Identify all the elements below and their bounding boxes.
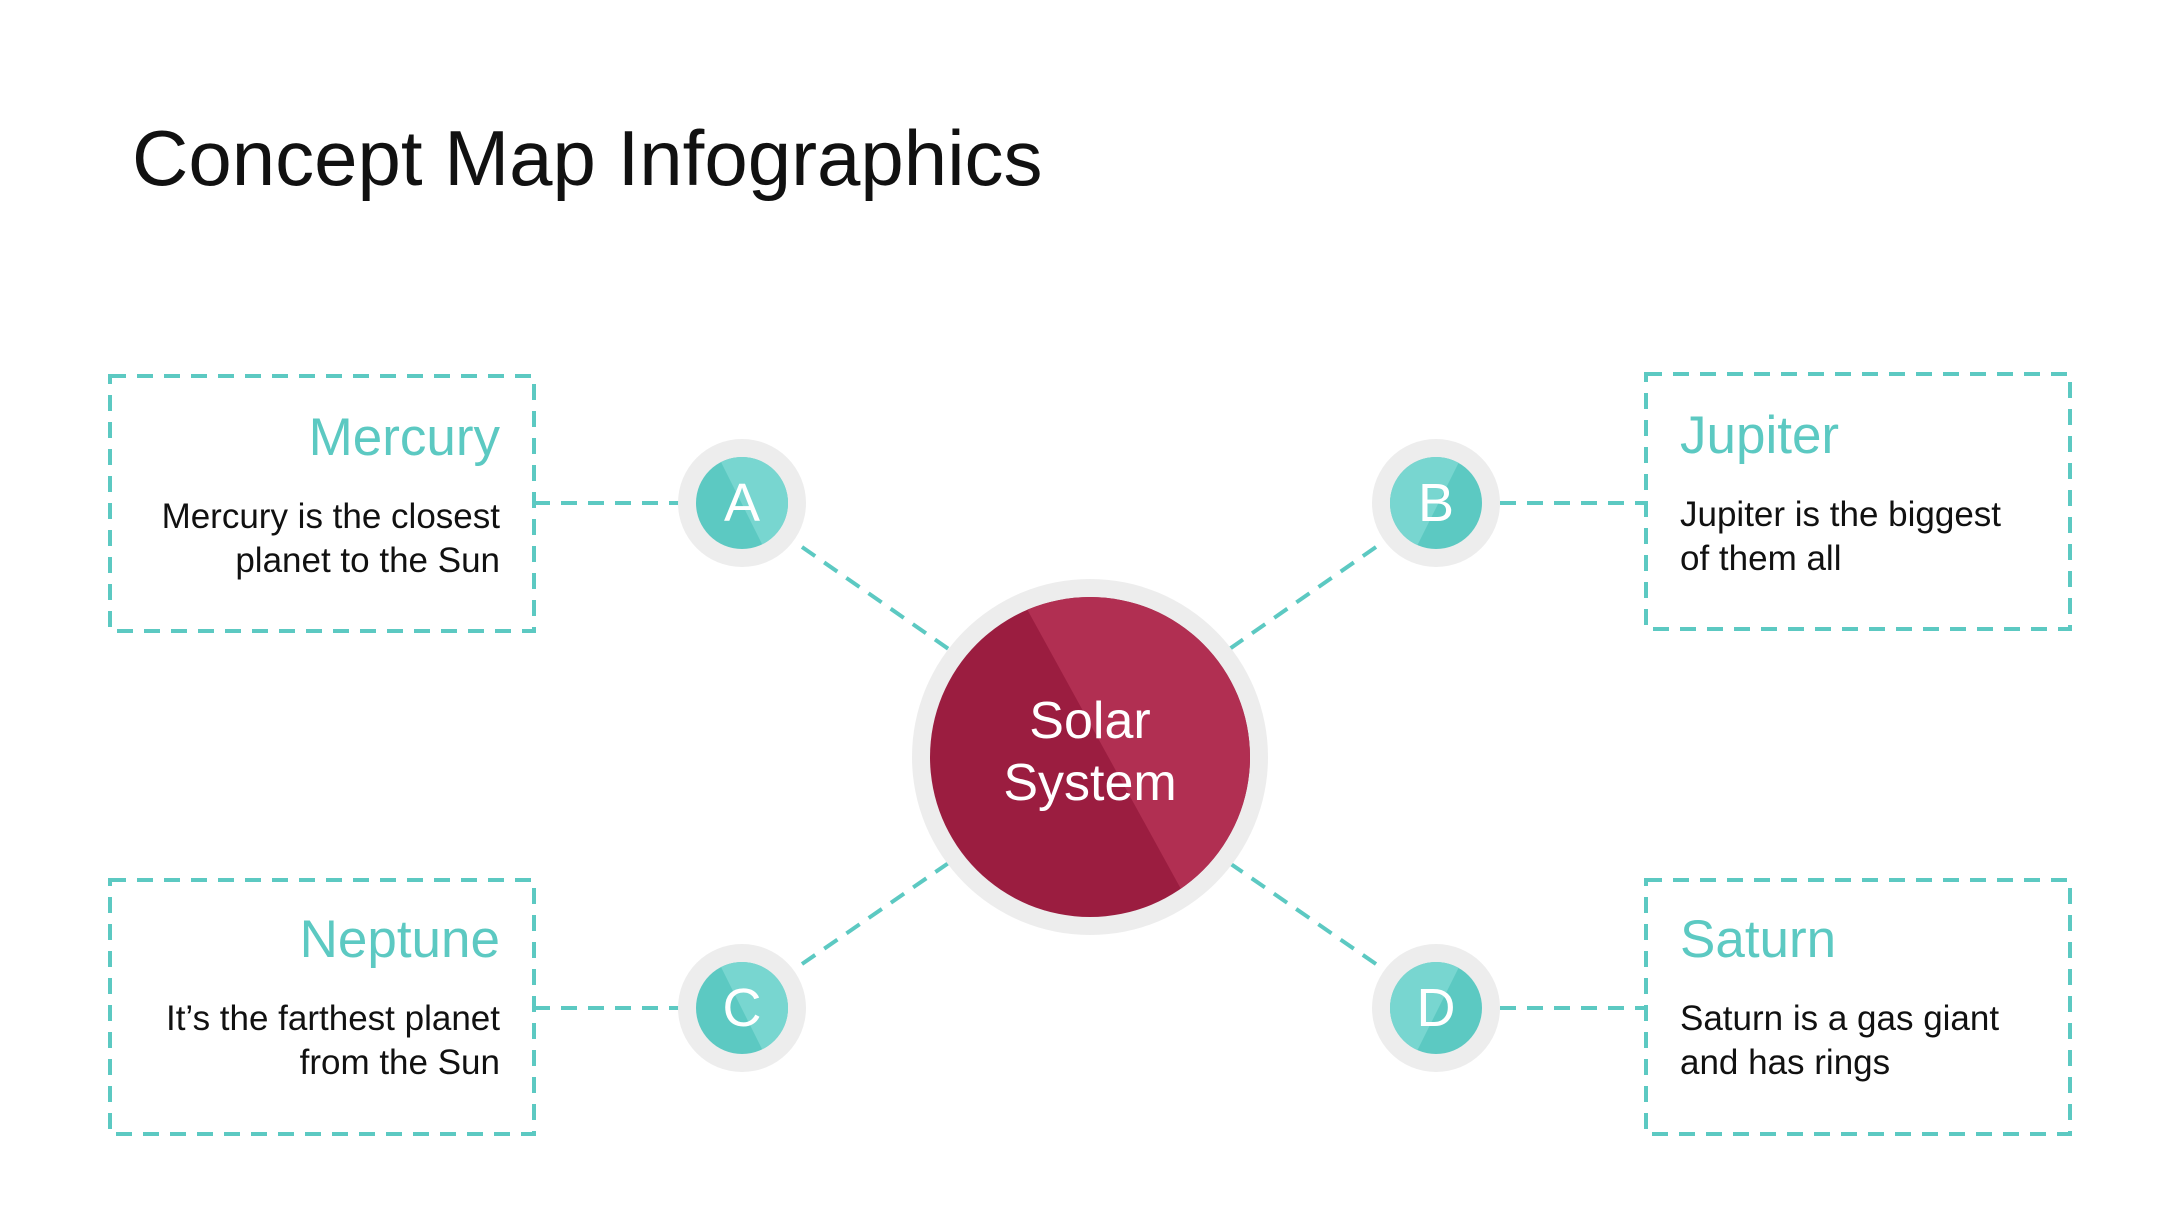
- center-label: Solar System: [890, 690, 1290, 814]
- card-description-line: Saturn is a gas giant: [1680, 998, 2000, 1038]
- card-description: Saturn is a gas giant and has rings: [1680, 997, 2036, 1085]
- card-description-line: and has rings: [1680, 1042, 1891, 1082]
- card-jupiter: Jupiter Jupiter is the biggest of them a…: [1646, 406, 2070, 580]
- center-label-line: System: [1003, 754, 1177, 812]
- card-description-line: of them all: [1680, 538, 1842, 578]
- page-title: Concept Map Infographics: [132, 114, 1043, 202]
- center-label-line: Solar: [1029, 692, 1151, 750]
- card-description: Mercury is the closest planet to the Sun: [144, 495, 500, 583]
- connector-b-center: [1226, 545, 1378, 652]
- card-description-line: from the Sun: [299, 1042, 500, 1082]
- card-mercury: Mercury Mercury is the closest planet to…: [110, 408, 534, 582]
- node-d-highlight: [1390, 962, 1465, 1054]
- card-title: Neptune: [299, 910, 500, 969]
- connector-d-center: [1226, 860, 1378, 966]
- card-description: It’s the farthest planet from the Sun: [144, 997, 500, 1085]
- card-description-line: Jupiter is the biggest: [1680, 494, 2002, 534]
- card-description-line: planet to the Sun: [235, 540, 500, 580]
- card-description-line: It’s the farthest planet: [165, 998, 500, 1038]
- card-description: Jupiter is the biggest of them all: [1680, 493, 2036, 581]
- card-saturn: Saturn Saturn is a gas giant and has rin…: [1646, 910, 2070, 1084]
- card-title: Jupiter: [1680, 406, 1840, 465]
- node-b-highlight: [1390, 457, 1465, 549]
- connector-c-center: [800, 860, 952, 966]
- node-letter-b: B: [1417, 473, 1455, 533]
- node-letter-d: D: [1416, 978, 1456, 1038]
- card-title: Saturn: [1680, 910, 1837, 969]
- card-title: Mercury: [308, 408, 500, 467]
- card-neptune: Neptune It’s the farthest planet from th…: [110, 910, 534, 1084]
- connector-a-center: [800, 545, 952, 652]
- card-description-line: Mercury is the closest: [161, 496, 500, 536]
- node-letter-a: A: [723, 473, 761, 533]
- node-letter-c: C: [722, 978, 762, 1038]
